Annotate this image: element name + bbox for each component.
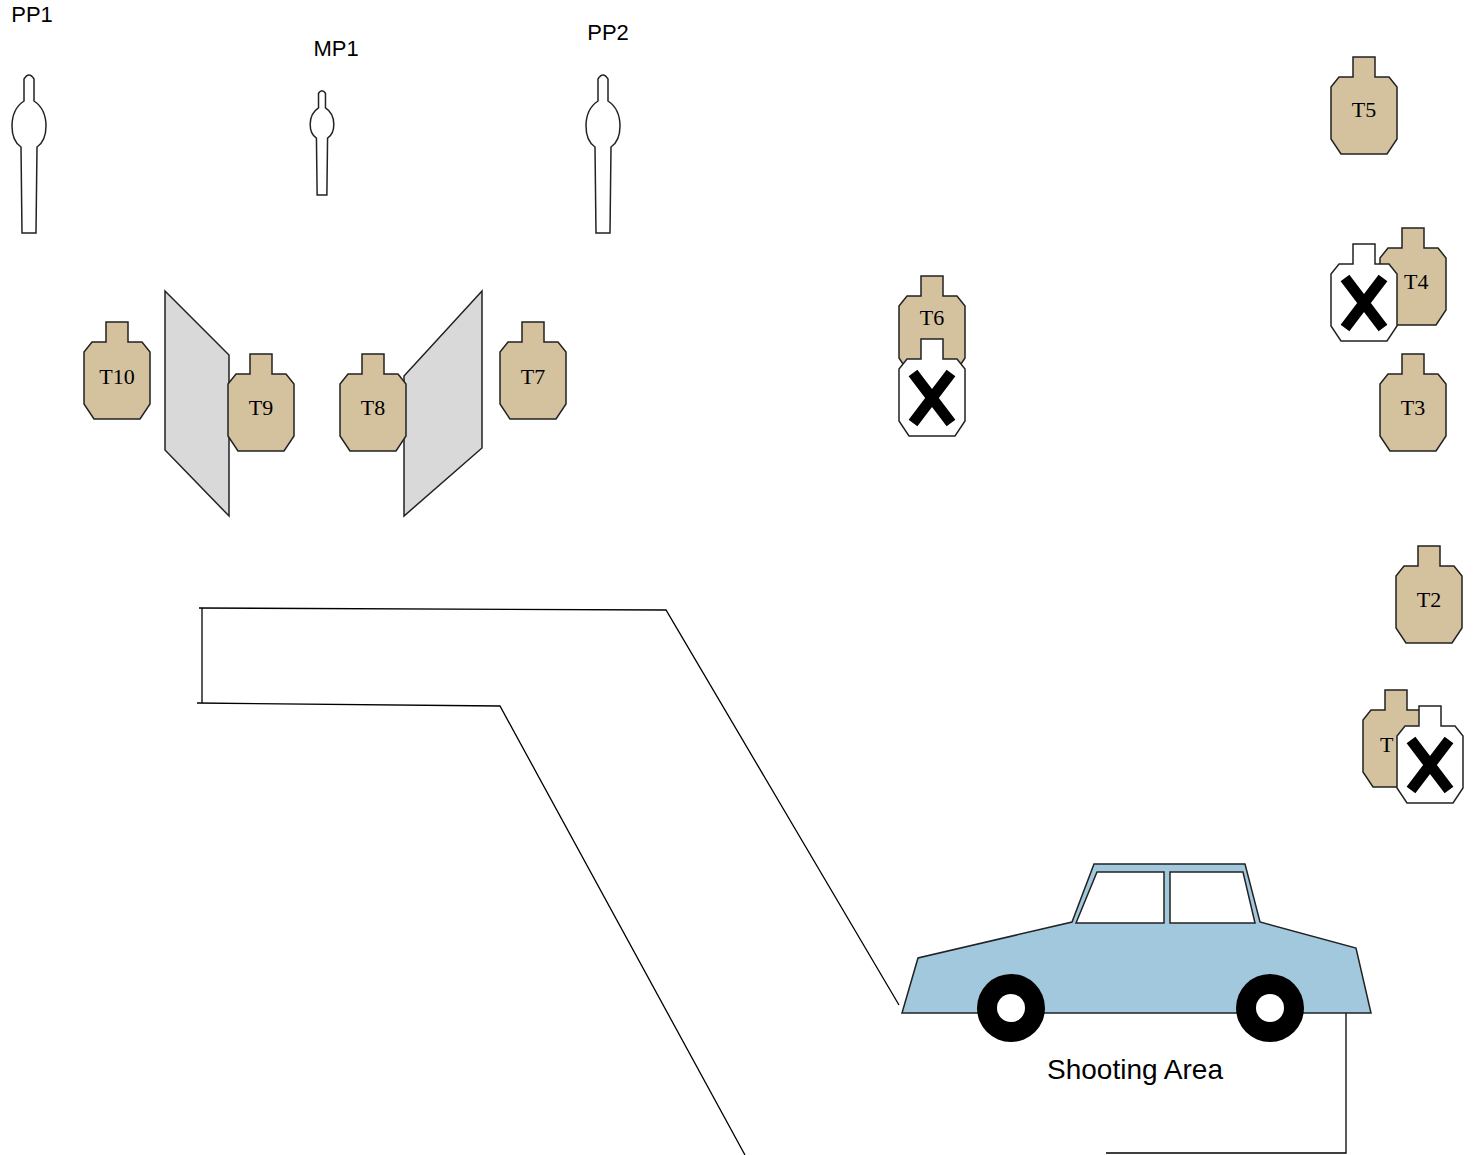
fault-line <box>199 608 899 1005</box>
car-wheel <box>1236 974 1304 1042</box>
car-hub <box>997 994 1025 1022</box>
shoot-target: T9 <box>228 354 294 451</box>
person-figure: PP1 <box>2 4 62 234</box>
target-number: T9 <box>249 397 273 419</box>
car <box>902 864 1371 1042</box>
target-number: T4 <box>1404 271 1428 293</box>
target-number: T6 <box>920 307 944 329</box>
target-number: T7 <box>521 366 545 388</box>
shoot-target: T3 <box>1380 354 1446 451</box>
car-window <box>1170 872 1255 923</box>
shape-outline <box>6 71 52 233</box>
shape-outline <box>306 88 338 195</box>
fault-line <box>197 703 745 1155</box>
shoot-target: T5 <box>1331 57 1397 154</box>
shoot-target: T7 <box>500 322 566 419</box>
area-label: Shooting Area <box>1047 1056 1223 1084</box>
shape-outline <box>580 71 626 233</box>
target-number: T10 <box>99 366 134 388</box>
car-wheel <box>977 974 1045 1042</box>
person-label: MP1 <box>313 38 358 60</box>
person-label: PP2 <box>587 22 629 44</box>
shoot-target: T8 <box>340 354 406 451</box>
person-figure: MP1 <box>300 38 372 196</box>
person-figure: PP2 <box>578 22 638 234</box>
shape-outline <box>1363 690 1429 787</box>
target-number: T3 <box>1401 397 1425 419</box>
wall-panel <box>165 291 229 516</box>
shoot-target: T4 <box>1380 228 1446 325</box>
target-number: T5 <box>1352 99 1376 121</box>
shoot-target: T <box>1363 690 1429 787</box>
fault-lines <box>197 608 1346 1155</box>
car-hub <box>1256 994 1284 1022</box>
car-body <box>902 864 1371 1013</box>
shoot-target: T6 <box>899 276 965 373</box>
target-number: T2 <box>1417 589 1441 611</box>
shoot-target: T10 <box>84 322 150 419</box>
person-label: PP1 <box>11 4 53 26</box>
target-number: T <box>1380 734 1393 756</box>
car-window <box>1076 872 1164 923</box>
wall-panel <box>404 291 482 516</box>
shoot-target: T2 <box>1396 546 1462 643</box>
target-number: T8 <box>361 397 385 419</box>
fault-line <box>201 608 202 703</box>
